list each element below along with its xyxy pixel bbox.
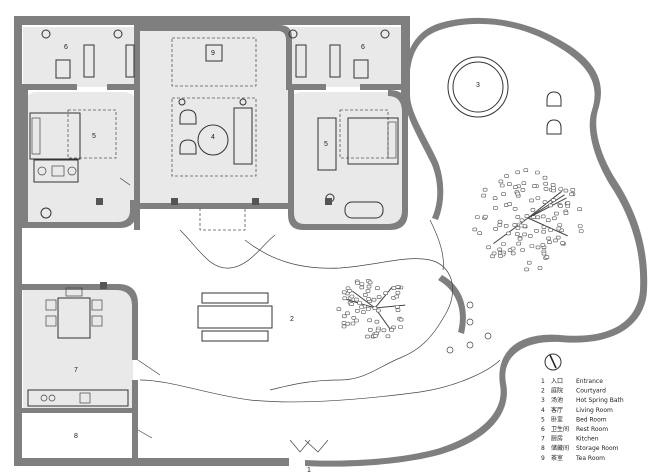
legend-chinese: 储藏间: [551, 444, 569, 452]
legend-number: 2: [541, 388, 545, 395]
legend-chinese: 卫生间: [551, 425, 569, 433]
legend-english: Bed Room: [576, 416, 607, 423]
legend-english: Entrance: [576, 378, 603, 385]
legend-number: 3: [541, 397, 545, 404]
legend: 1 入口 Entrance 2 庭院 Courtyard 3 汤池 Hot Spring Bat…: [541, 378, 624, 462]
legend-chinese: 厨房: [551, 435, 563, 443]
label-bed-left: 5: [92, 133, 96, 140]
legend-number: 4: [541, 407, 545, 414]
legend-english: Kitchen: [576, 436, 599, 443]
dashed-zones: [67, 37, 389, 231]
furniture: [27, 29, 562, 407]
legend-number: 8: [541, 445, 545, 452]
legend-chinese: 庭院: [551, 387, 563, 395]
room-labels: 6 6 9 4 5 5 3 2 7 8 1: [64, 44, 480, 474]
label-rest-left: 6: [64, 44, 68, 51]
tree-small: [336, 278, 406, 339]
legend-number: 5: [541, 416, 545, 423]
legend-english: Storage Room: [576, 445, 619, 452]
label-bed-right: 5: [324, 141, 328, 148]
walls: [14, 16, 648, 467]
legend-english: Living Room: [576, 407, 613, 414]
label-hot-spring: 3: [476, 82, 480, 89]
label-entrance: 1: [307, 467, 311, 474]
legend-number: 9: [541, 455, 545, 462]
legend-number: 1: [541, 378, 545, 385]
legend-number: 6: [541, 426, 545, 433]
legend-chinese: 客厅: [551, 406, 563, 414]
legend-chinese: 入口: [551, 378, 563, 385]
legend-chinese: 汤池: [551, 396, 563, 404]
legend-chinese: 茶室: [551, 454, 563, 462]
courtyard-lines: [119, 177, 501, 453]
legend-chinese: 卧室: [551, 415, 563, 423]
label-rest-right: 6: [361, 44, 365, 51]
label-kitchen: 7: [74, 367, 78, 374]
label-courtyard: 2: [290, 316, 294, 323]
tree-large: [472, 168, 584, 272]
north-arrow-icon: [544, 353, 562, 371]
label-living-room: 4: [211, 134, 215, 141]
label-storage: 8: [74, 433, 78, 440]
label-tea-room: 9: [211, 50, 215, 57]
legend-english: Rest Room: [576, 426, 608, 433]
trees: [336, 168, 584, 339]
legend-english: Hot Spring Bath: [576, 397, 624, 404]
legend-english: Courtyard: [576, 388, 606, 395]
legend-number: 7: [541, 436, 545, 443]
legend-english: Tea Room: [575, 455, 605, 462]
